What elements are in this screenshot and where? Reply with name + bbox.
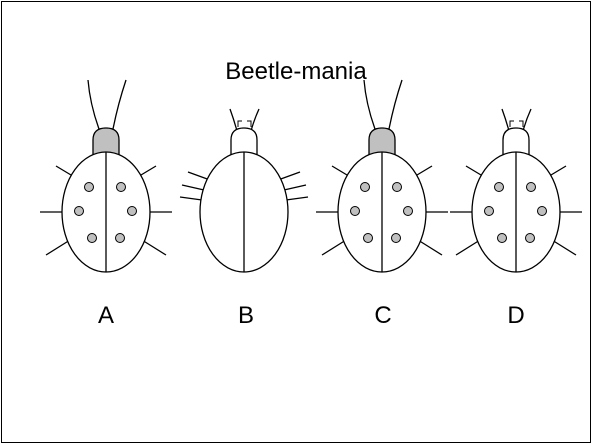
beetle-label-c: C bbox=[353, 302, 413, 330]
leg-rear-right bbox=[418, 240, 442, 255]
beetle-spot bbox=[116, 234, 125, 243]
beetle-spot bbox=[485, 207, 494, 216]
beetle-spot bbox=[88, 234, 97, 243]
beetle-spot bbox=[538, 207, 547, 216]
antenna-right bbox=[523, 109, 531, 131]
leg-middle-right bbox=[284, 185, 306, 190]
beetle-label-d: D bbox=[486, 302, 546, 330]
antenna-left bbox=[502, 109, 509, 131]
leg-middle-left bbox=[182, 185, 204, 190]
beetle-spot bbox=[404, 207, 413, 216]
beetle-c bbox=[316, 80, 448, 272]
antenna-left bbox=[230, 109, 237, 131]
beetle-spot bbox=[128, 207, 137, 216]
beetle-spot bbox=[495, 183, 504, 192]
beetle-spot bbox=[75, 207, 84, 216]
beetle-d bbox=[450, 109, 582, 272]
beetle-spot bbox=[498, 234, 507, 243]
beetle-spot bbox=[351, 207, 360, 216]
beetle-b bbox=[180, 109, 308, 272]
beetle-spot bbox=[364, 234, 373, 243]
leg-rear-right bbox=[286, 197, 308, 200]
beetle-spot bbox=[526, 234, 535, 243]
leg-rear-left bbox=[180, 197, 202, 200]
leg-rear-right bbox=[142, 240, 166, 255]
beetle-spot bbox=[117, 183, 126, 192]
beetle-label-b: B bbox=[216, 302, 276, 330]
beetle-label-a: A bbox=[76, 302, 136, 330]
antenna-left bbox=[88, 80, 99, 129]
beetle-a bbox=[40, 80, 172, 272]
antenna-right bbox=[251, 109, 259, 131]
beetle-spot bbox=[527, 183, 536, 192]
beetle-spot bbox=[85, 183, 94, 192]
beetle-spot bbox=[361, 183, 370, 192]
beetle-spot bbox=[392, 234, 401, 243]
antenna-right bbox=[113, 80, 126, 129]
mandible-left bbox=[510, 121, 514, 127]
leg-rear-left bbox=[322, 240, 346, 255]
mandible-right bbox=[519, 121, 523, 127]
mandible-right bbox=[247, 121, 251, 127]
mandible-left bbox=[238, 121, 242, 127]
antenna-right bbox=[389, 80, 402, 129]
leg-rear-right bbox=[552, 240, 576, 255]
antenna-left bbox=[364, 80, 375, 129]
beetle-spot bbox=[393, 183, 402, 192]
leg-rear-left bbox=[46, 240, 70, 255]
leg-rear-left bbox=[456, 240, 480, 255]
